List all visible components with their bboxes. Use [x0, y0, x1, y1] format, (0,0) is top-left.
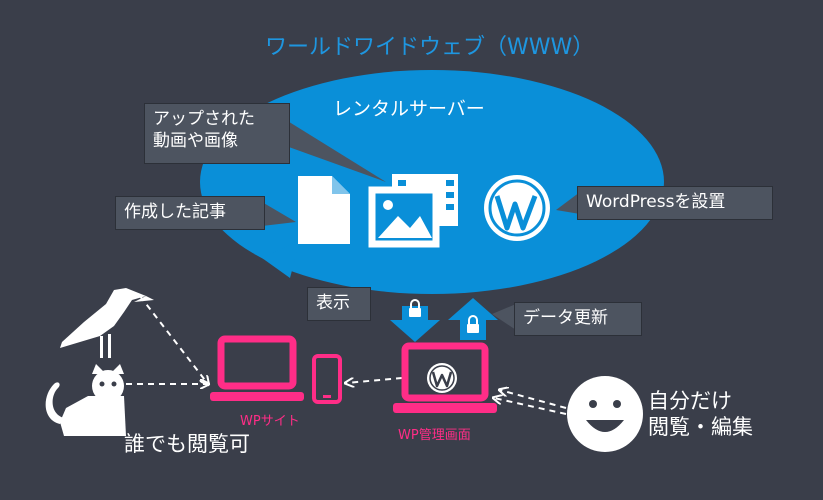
media-icon: [368, 174, 458, 248]
callout-pointer-article: [262, 202, 296, 226]
wp-site-label: WPサイト: [240, 414, 300, 429]
self-only-label: 自分だけ 閲覧・編集: [648, 389, 753, 439]
wp-admin-label: WP管理画面: [398, 428, 471, 443]
connection-lines: [126, 295, 567, 415]
anyone-can-view-label: 誰でも閲覧可: [124, 432, 250, 456]
crow-icon: [60, 288, 154, 358]
diagram-title: ワールドワイドウェブ（WWW）: [265, 35, 595, 60]
callout-created-article: 作成した記事: [115, 196, 265, 230]
wordpress-logo-icon: [484, 175, 550, 241]
callout-uploaded-media: アップされた 動画や画像: [144, 103, 290, 164]
display-down-arrow-icon: [390, 299, 440, 342]
callout-display: 表示: [307, 287, 371, 321]
rental-server-label: レンタルサーバー: [333, 98, 485, 120]
callout-pointer-media: [286, 120, 386, 182]
smiley-face-icon: [567, 376, 643, 452]
callout-pointer-update: [492, 304, 516, 330]
wp-site-phone-icon: [312, 354, 342, 404]
callout-data-update: データ更新: [514, 302, 642, 336]
callout-wordpress-install: WordPressを設置: [577, 186, 773, 220]
document-icon: [298, 176, 350, 244]
wp-admin-laptop-icon: [393, 342, 497, 413]
callout-pointer-wordpress: [556, 192, 580, 214]
update-up-arrow-icon: [448, 298, 498, 340]
cat-icon: [45, 364, 126, 436]
wp-site-laptop-icon: [210, 335, 304, 401]
